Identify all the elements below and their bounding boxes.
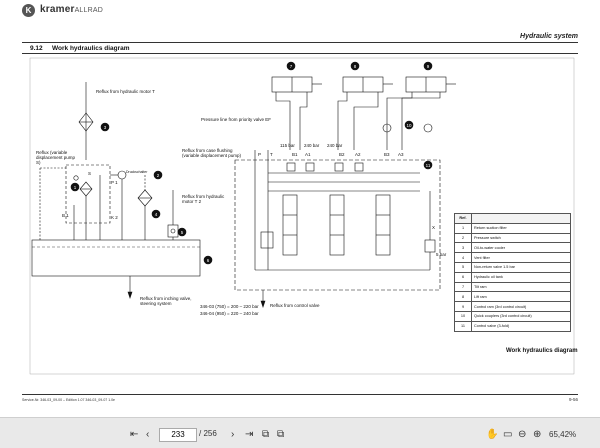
hydraulic-diagram: 1 2 3 4 5 6 7 8 9 10 11 (29, 57, 575, 375)
non-return-valve (167, 224, 179, 238)
brand-sub: ALLRAD (74, 7, 103, 14)
spool-1 (282, 194, 298, 256)
callout-2: 2 (157, 173, 160, 178)
spool-3 (375, 194, 391, 256)
page-number-input[interactable]: 233 (159, 428, 197, 442)
oil-tank (31, 239, 201, 277)
spool-2 (329, 194, 345, 256)
diagram-caption: Work hydraulics diagram (506, 348, 578, 354)
label-reflux-motor-t: Reflux from hydraulic motor T (96, 89, 155, 94)
title-rule (22, 53, 578, 54)
callout-10: 10 (406, 123, 412, 128)
port-a1: A1 (305, 152, 311, 157)
oil-cooler (78, 112, 94, 132)
port-b3: B3 (384, 152, 390, 157)
port-s: S (88, 171, 92, 176)
header-rule (22, 42, 578, 43)
callout-7: 7 (290, 64, 293, 69)
label-spec-750: 346-03 (750) = 200 – 220 bar (200, 304, 259, 309)
callout-9: 9 (427, 64, 430, 69)
label-reflux-control: Reflux from control valve (270, 303, 320, 308)
zoom-in-icon[interactable]: ⊕ (533, 429, 542, 440)
port-x: X (432, 225, 436, 230)
label-pressure-line: Pressure line from priority valve EF (201, 117, 272, 122)
control-valve-box (234, 159, 441, 291)
port-b1: B1 (292, 152, 298, 157)
quick-coupler-2 (423, 123, 433, 133)
callout-6: 6 (207, 258, 210, 263)
label-240-bar-b: 240 bar (327, 143, 343, 148)
hand-tool-icon[interactable]: ✋ (486, 429, 499, 440)
footer-edition: Service-Nr. 346-03_09-00 – Edition 1.07 … (22, 398, 116, 402)
callout-11: 11 (426, 163, 431, 168)
label-spec-950: 346-04 (950) = 220 – 240 bar (200, 311, 259, 316)
footer-rule (22, 394, 578, 395)
label-reflux-variable: Reflux (variable displacement pump S) (36, 150, 76, 165)
first-page-icon[interactable]: ⇤ (130, 429, 139, 440)
label-reflux-motor-t2: Reflux from hydraulic motor T 2 (182, 194, 225, 204)
port-p: P (258, 152, 262, 157)
port-t: T (270, 152, 273, 157)
pressure-switch (117, 170, 127, 180)
prev-page-icon[interactable]: ‹ (146, 429, 150, 440)
callout-4: 4 (155, 212, 158, 217)
section-header: Hydraulic system (520, 33, 578, 40)
port-5-bar: 5 bar (436, 252, 447, 257)
label-240-bar-a: 240 bar (304, 143, 320, 148)
legend-header: Ref. (454, 213, 472, 224)
callout-5: 5 (181, 230, 184, 235)
return-filter-housing (65, 164, 111, 224)
callout-8: 8 (354, 64, 357, 69)
main-relief-valve (260, 231, 274, 249)
brand-name: kramerALLRAD (40, 4, 103, 15)
port-b-1: B 1 (62, 213, 69, 218)
callout-1: 1 (74, 185, 77, 190)
port-a3: A3 (398, 152, 404, 157)
label-reflux-case: Reflux from case flushing (variable disp… (182, 148, 242, 158)
label-reflux-inching: Reflux from inching valve, steering syst… (140, 296, 192, 306)
port-b2: B2 (339, 152, 345, 157)
viewer-toolbar: ⇤ ‹ 233 / 256 › ⇥ ⧉ ⧉ ✋ ▭ ⊖ ⊕ 65,42% (0, 417, 600, 448)
port-a2: A2 (355, 152, 361, 157)
brand-logo: K (22, 4, 35, 17)
callout-3: 3 (104, 125, 107, 130)
zoom-out-icon[interactable]: ⊖ (518, 429, 527, 440)
zoom-level[interactable]: 65,42% (549, 430, 577, 439)
label-115-bar: 115 bar (280, 143, 295, 148)
select-tool-icon[interactable]: ▭ (503, 429, 513, 440)
page-total: / 256 (199, 429, 217, 438)
quick-coupler-1 (382, 123, 392, 133)
next-page-icon[interactable]: › (231, 429, 235, 440)
label-druckschalter: Druckschalter (126, 170, 148, 174)
fit-page-icon[interactable]: ⧉ (262, 429, 270, 440)
footer-page-number: 9-56 (568, 397, 578, 402)
port-k2: K 2 (111, 215, 118, 220)
two-page-icon[interactable]: ⧉ (277, 429, 285, 440)
last-page-icon[interactable]: ⇥ (245, 429, 254, 440)
port-p1: P 1 (111, 180, 118, 185)
